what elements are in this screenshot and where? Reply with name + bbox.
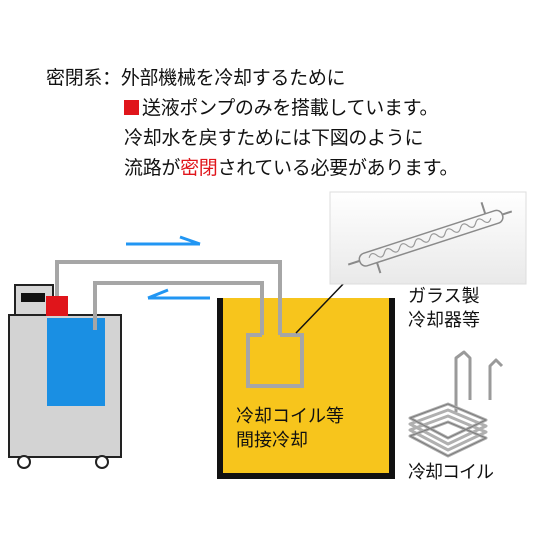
title-line-2-text: 送液ポンプのみを搭載しています。	[142, 97, 439, 119]
red-square-icon	[124, 100, 139, 115]
cooling-coil-label: 冷却コイル	[408, 462, 494, 483]
title-line-2: 送液ポンプのみを搭載しています。	[124, 96, 438, 120]
pump-icon	[46, 296, 68, 316]
bath-label-line-2: 間接冷却	[236, 430, 308, 451]
title-system-label: 密閉系：	[46, 67, 121, 89]
title-line-4: 流路が密閉されている必要があります。	[124, 156, 458, 180]
title-line-3: 冷却水を戻すためには下図のように	[124, 126, 424, 150]
flow-arrow-left	[147, 288, 210, 300]
cooling-bath	[217, 298, 395, 479]
title-line-4-highlight: 密閉	[180, 157, 218, 179]
leader-line	[295, 279, 348, 334]
glass-condenser-label-1: ガラス製	[408, 286, 480, 307]
bath-label-line-1: 冷却コイル等	[236, 406, 344, 427]
title-line-1: 密閉系：外部機械を冷却するために	[46, 66, 346, 90]
title-line-4-after: されている必要があります。	[217, 157, 459, 179]
supply-pipe	[55, 260, 282, 335]
title-line-4-before: 流路が	[124, 157, 181, 179]
bath-fill	[220, 298, 392, 476]
chiller-display	[21, 293, 45, 302]
metal-coil-image	[408, 350, 504, 458]
title-line-3-text: 冷却水を戻すためには下図のように	[124, 127, 424, 149]
pipe-loop	[55, 260, 304, 388]
title-line-1-text: 外部機械を冷却するために	[120, 67, 346, 89]
glass-condenser-image	[329, 191, 527, 285]
chiller-reservoir-water	[47, 318, 105, 406]
chiller-wheel-right	[95, 455, 109, 469]
chiller-wheel-left	[17, 455, 31, 469]
bath-walls	[217, 298, 395, 479]
return-pipe	[93, 281, 264, 335]
flow-arrow-right	[126, 235, 201, 246]
glass-condenser-label-2: 冷却器等	[408, 310, 480, 331]
cooling-coil-box	[246, 333, 304, 388]
